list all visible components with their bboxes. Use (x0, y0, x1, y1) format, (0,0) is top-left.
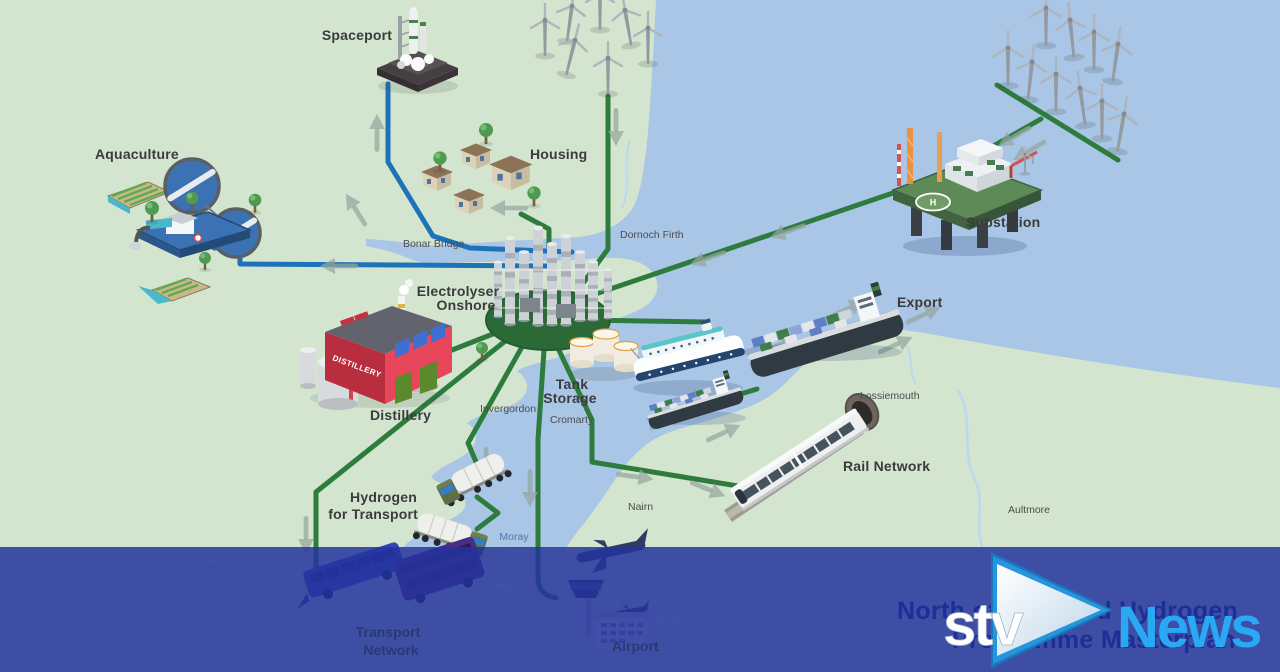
train-icon (724, 393, 880, 522)
stv-play-icon (991, 552, 1113, 668)
sea-moray-firth (366, 0, 1280, 548)
electrolyser-icon (485, 225, 613, 351)
news-wordmark: News (1117, 595, 1261, 660)
crop-field (138, 277, 212, 304)
silo-tank (300, 347, 316, 389)
hatchery-building (129, 211, 253, 258)
tanker-truck-icon (436, 453, 512, 507)
factory-icon: DISTILLERY (300, 279, 488, 410)
helipad-letter: H (930, 198, 937, 208)
rocket-icon (377, 7, 458, 94)
round-tank (163, 157, 221, 215)
derrick-icon (897, 128, 942, 186)
platform-icon: H (890, 128, 1044, 256)
stv-news-logo: stv News (943, 552, 1263, 668)
cruise-ship-icon (630, 318, 745, 382)
storage-tank-icon (569, 328, 639, 381)
crane-icon (1009, 150, 1038, 178)
fish-farm-icon (106, 157, 262, 304)
stv-wordmark: stv (943, 591, 1024, 658)
